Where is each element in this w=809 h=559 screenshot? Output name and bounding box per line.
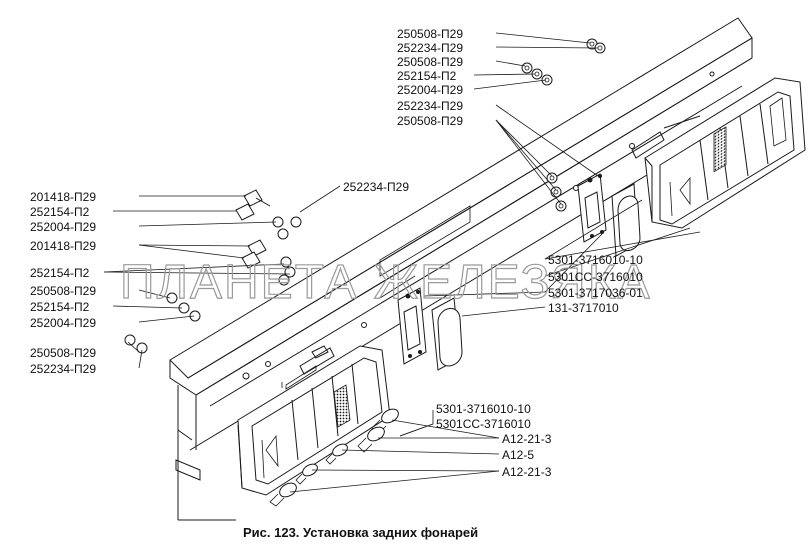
label-left-washer-1: 252154-П2 (30, 205, 90, 219)
label-left-washer-3: 252154-П2 (30, 266, 90, 280)
leader-lines (103, 32, 701, 493)
label-lamp-r-b: 5301СС-3716010 (548, 270, 643, 284)
right-rear-lamp (631, 77, 806, 229)
label-bulb-1: А12-21-3 (502, 432, 552, 446)
label-lamp-r-a: 5301-3716010-10 (548, 253, 643, 267)
label-bulb-3: А12-21-3 (502, 465, 552, 479)
label-mid-washer: 252234-П29 (397, 99, 463, 113)
label-bulb-2: А12-5 (502, 448, 534, 462)
label-lamp-r-c: 5301-3717036-01 (548, 286, 643, 300)
label-left-washer-2: 252004-П29 (30, 220, 96, 234)
label-top-nut-2: 250508-П29 (397, 55, 463, 69)
fasteners-top (521, 38, 606, 212)
part-labels: 250508-П29 252234-П29 250508-П29 252154-… (30, 27, 643, 479)
label-mid-nut: 250508-П29 (397, 114, 463, 128)
figure-caption: Рис. 123. Установка задних фонарей (243, 525, 478, 540)
plate-lamp-upper (577, 173, 641, 257)
label-top-washer-1: 252234-П29 (397, 41, 463, 55)
label-top-washer-3: 252004-П29 (397, 83, 463, 97)
label-top-washer-2: 252154-П2 (397, 69, 457, 83)
label-top-nut-1: 250508-П29 (397, 27, 463, 41)
label-left-bolt-2: 201418-П29 (30, 239, 96, 253)
bulbs (269, 408, 399, 507)
watermark: ПЛАНЕТА ЖЕЛЕЗЯКА (120, 256, 652, 309)
label-left-nut-1: 250508-П29 (30, 284, 96, 298)
label-left-washer-6: 252234-П29 (30, 362, 96, 376)
label-lamp-l-a: 5301-3716010-10 (436, 402, 531, 416)
label-lamp-l-b: 5301СС-3716010 (436, 417, 531, 431)
label-right-washer-top: 252234-П29 (343, 180, 409, 194)
label-left-nut-2: 250508-П29 (30, 346, 96, 360)
plate-lamp-lower (397, 287, 463, 371)
label-left-washer-5: 252004-П29 (30, 316, 96, 330)
label-left-bolt-1: 201418-П29 (30, 190, 96, 204)
label-left-washer-4: 252154-П2 (30, 300, 90, 314)
label-plate-lamp: 131-3717010 (548, 301, 619, 315)
